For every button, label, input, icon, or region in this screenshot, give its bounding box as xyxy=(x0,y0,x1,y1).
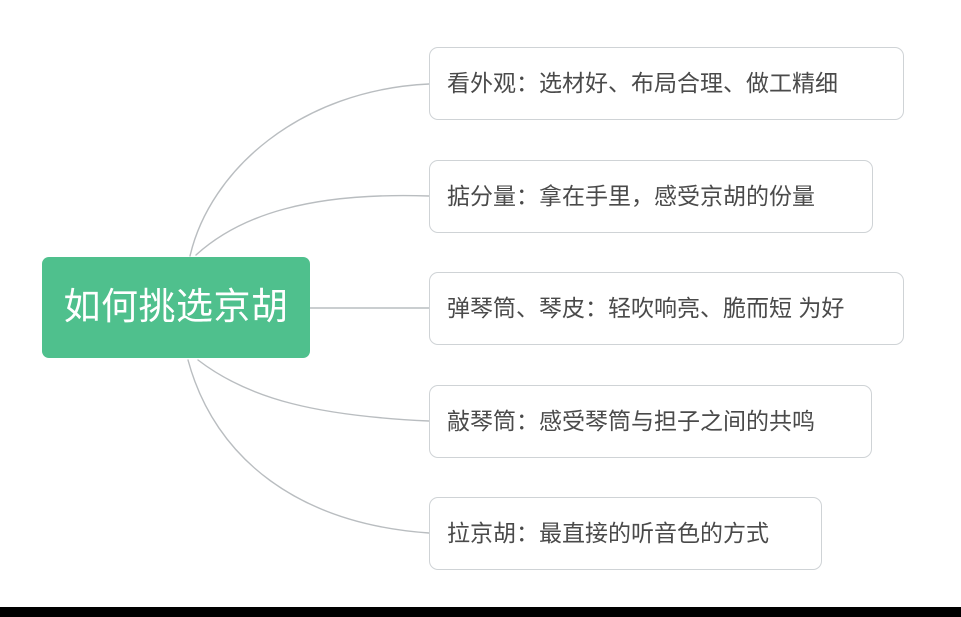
branch-node-2-label: 掂分量：拿在手里，感受京胡的份量 xyxy=(447,183,815,210)
branch-node-5[interactable]: 拉京胡：最直接的听音色的方式 xyxy=(429,497,822,570)
branch-node-1[interactable]: 看外观：选材好、布局合理、做工精细 xyxy=(429,47,904,120)
branch-node-3[interactable]: 弹琴筒、琴皮：轻吹响亮、脆而短 为好 xyxy=(429,272,904,345)
bottom-black-bar xyxy=(0,607,961,617)
branch-node-3-label: 弹琴筒、琴皮：轻吹响亮、脆而短 为好 xyxy=(447,295,845,322)
branch-node-4[interactable]: 敲琴筒：感受琴筒与担子之间的共鸣 xyxy=(429,385,872,458)
connector-1 xyxy=(189,83,430,257)
root-node-label: 如何挑选京胡 xyxy=(63,286,289,328)
branch-node-4-label: 敲琴筒：感受琴筒与担子之间的共鸣 xyxy=(447,408,815,435)
connector-4 xyxy=(197,359,430,422)
connector-5 xyxy=(187,359,430,534)
root-node[interactable]: 如何挑选京胡 xyxy=(42,257,310,358)
branch-node-5-label: 拉京胡：最直接的听音色的方式 xyxy=(447,520,769,547)
branch-node-1-label: 看外观：选材好、布局合理、做工精细 xyxy=(447,70,838,97)
connector-2 xyxy=(195,194,430,256)
branch-node-2[interactable]: 掂分量：拿在手里，感受京胡的份量 xyxy=(429,160,873,233)
